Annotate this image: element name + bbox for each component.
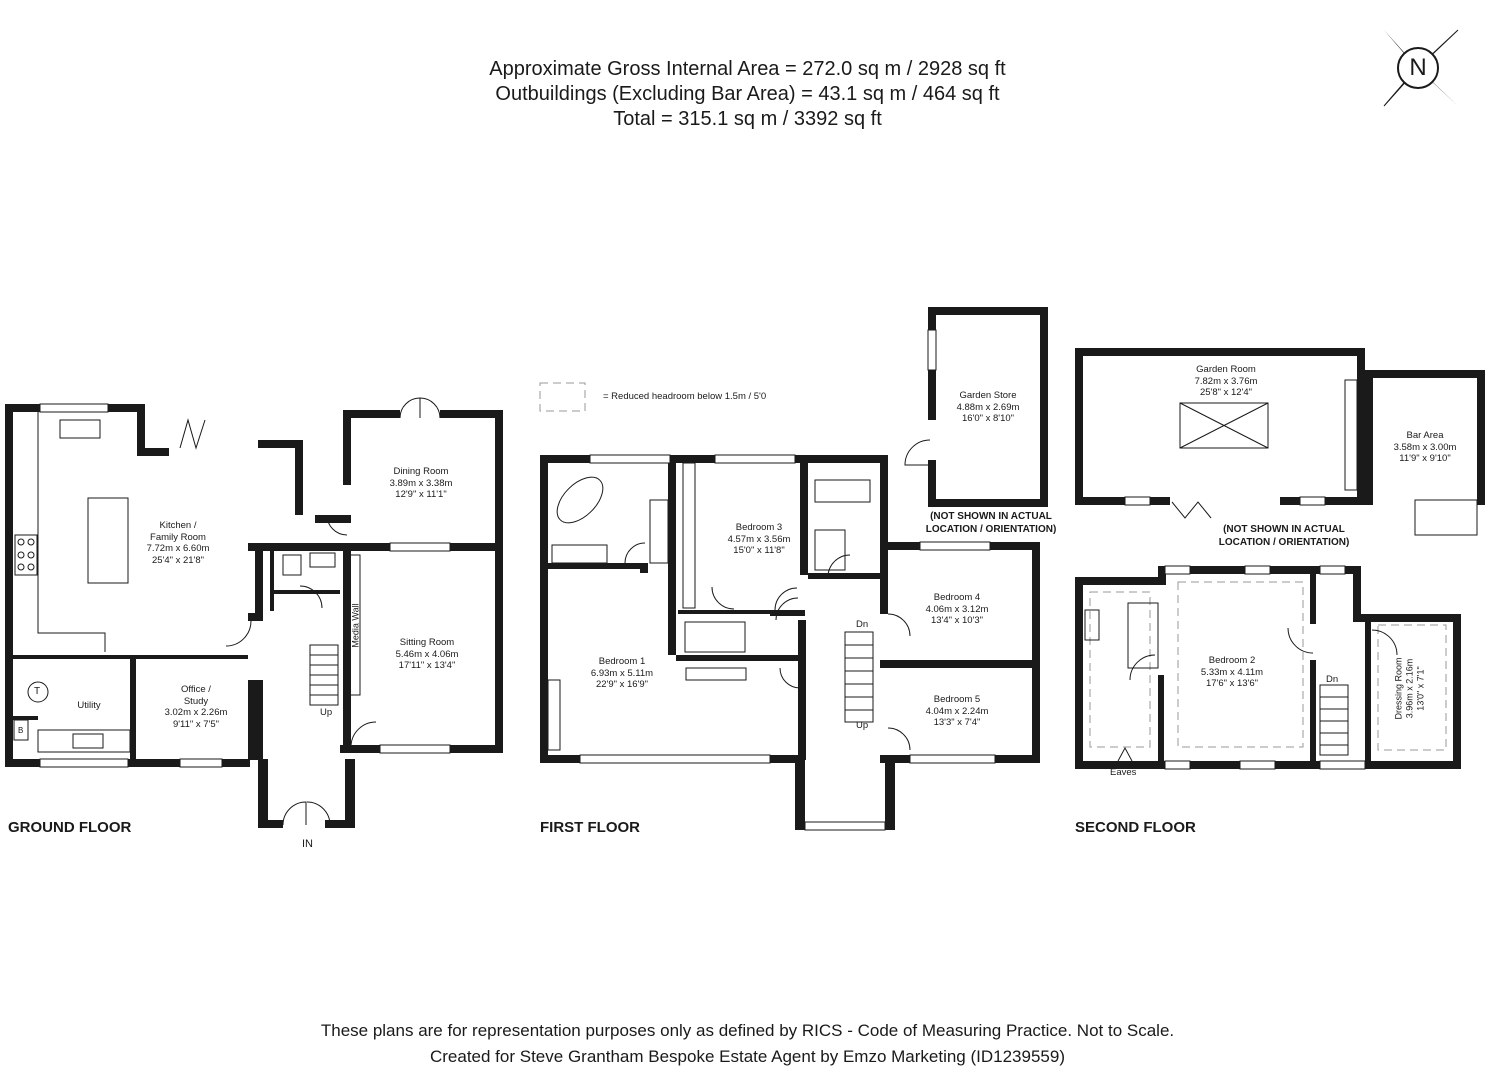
room-imperial: 9'11" x 7'5" <box>172 718 220 730</box>
room-metric: 4.57m x 3.56m <box>727 533 791 545</box>
room-dining: Dining Room 3.89m x 3.38m 12'9" x 11'1" <box>390 466 453 501</box>
room-bedroom3: Bedroom 3 4.57m x 3.56m 15'0" x 11'8" <box>728 522 791 557</box>
media-wall-label: Media Wall <box>350 603 361 648</box>
garden-room-walls <box>1075 348 1485 506</box>
room-name: Bedroom 2 <box>1208 655 1256 666</box>
room-name: Sitting Room <box>399 637 455 648</box>
kitchen-island <box>87 497 129 584</box>
room-bedroom1: Bedroom 1 6.93m x 5.11m 22'9" x 16'9" <box>591 656 653 691</box>
room-metric: 7.72m x 6.60m <box>146 543 210 554</box>
boiler-symbol <box>27 681 49 703</box>
ground-up-label: Up <box>320 707 333 718</box>
garden-room-skylight <box>1179 402 1269 449</box>
garden-store-walls <box>927 307 1048 507</box>
kitchen-counter <box>37 412 106 652</box>
outbuildings-area-line: Outbuildings (Excluding Bar Area) = 43.1… <box>495 83 1000 105</box>
room-name: Kitchen / Family Room <box>150 520 206 543</box>
garden-room-note: (NOT SHOWN IN ACTUAL LOCATION / ORIENTAT… <box>1218 524 1350 548</box>
second-dn-label: Dn <box>1326 674 1339 685</box>
room-utility: Utility <box>77 700 100 712</box>
room-name: Bedroom 5 <box>933 694 981 705</box>
room-imperial: 22'9" x 16'9" <box>595 679 649 690</box>
total-area-line: Total = 315.1 sq m / 3392 sq ft <box>613 108 882 130</box>
disclaimer-line: These plans are for representation purpo… <box>320 1021 1175 1040</box>
room-name: Bar Area <box>1406 430 1444 441</box>
bath-icon <box>556 476 604 524</box>
room-imperial: 25'4" x 21'8" <box>151 554 205 566</box>
room-imperial: 13'4" x 10'3" <box>930 615 984 626</box>
second-floor-title: SECOND FLOOR <box>1075 819 1196 836</box>
room-metric: 7.82m x 3.76m <box>1194 375 1258 387</box>
room-name: Bedroom 1 <box>598 656 646 667</box>
room-metric: 5.33m x 4.11m <box>1200 666 1264 678</box>
room-metric: 3.89m x 3.38m <box>389 477 453 489</box>
room-metric: 4.04m x 2.24m <box>925 705 989 717</box>
second-stairs <box>1319 684 1349 756</box>
first-floor-title: FIRST FLOOR <box>540 819 640 836</box>
ground-floor-title: GROUND FLOOR <box>8 819 132 836</box>
first-dn-label: Dn <box>856 619 869 630</box>
room-metric: 6.93m x 5.11m <box>590 667 654 679</box>
room-imperial: 13'3" x 7'4" <box>933 717 981 728</box>
room-name: Office / Study <box>181 684 211 707</box>
room-metric: 3.58m x 3.00m <box>1393 441 1457 453</box>
legend-dashed-box <box>539 382 586 412</box>
room-garden-store: Garden Store 4.88m x 2.69m 16'0" x 8'10" <box>957 390 1020 425</box>
second-floor-walls <box>1075 565 1461 770</box>
first-floor-walls <box>540 454 1040 831</box>
room-office: Office / Study 3.02m x 2.26m 9'11" x 7'5… <box>165 684 228 730</box>
room-name: Bedroom 3 <box>735 522 783 533</box>
room-metric: 4.06m x 3.12m <box>925 603 989 615</box>
room-imperial: 12'9" x 11'1" <box>395 489 447 500</box>
first-up-label: Up <box>856 720 869 731</box>
room-name: Garden Store <box>959 390 1017 401</box>
boiler-label: T <box>34 686 41 697</box>
room-kitchen: Kitchen / Family Room 7.72m x 6.60m 25'4… <box>147 520 210 566</box>
room-sitting: Sitting Room 5.46m x 4.06m 17'11" x 13'4… <box>396 637 459 672</box>
gross-area-line: Approximate Gross Internal Area = 272.0 … <box>489 58 1006 80</box>
credit-line: Created for Steve Grantham Bespoke Estat… <box>429 1047 1065 1066</box>
room-imperial: 17'11" x 13'4" <box>398 660 456 671</box>
room-imperial: 15'0" x 11'8" <box>733 545 785 556</box>
entrance-label: IN <box>302 838 313 850</box>
room-imperial: 25'8" x 12'4" <box>1199 387 1253 398</box>
room-imperial: 16'0" x 8'10" <box>961 413 1015 424</box>
room-bedroom4: Bedroom 4 4.06m x 3.12m 13'4" x 10'3" <box>926 592 989 627</box>
legend-text: = Reduced headroom below 1.5m / 5'0 <box>603 391 767 402</box>
eaves-label: Eaves <box>1110 767 1137 778</box>
room-metric: 5.46m x 4.06m <box>395 648 459 660</box>
room-name: Utility <box>77 700 101 711</box>
room-bedroom5: Bedroom 5 4.04m x 2.24m 13'3" x 7'4" <box>926 694 989 729</box>
room-name: Bedroom 4 <box>933 592 981 603</box>
room-name: Dressing Room <box>1393 657 1404 720</box>
room-imperial: 17'6" x 13'6" <box>1205 678 1259 689</box>
utility-counter <box>37 729 131 753</box>
first-stairs <box>844 631 874 723</box>
room-name: Garden Room <box>1196 364 1256 375</box>
room-bedroom2: Bedroom 2 5.33m x 4.11m 17'6" x 13'6" <box>1201 655 1263 690</box>
kitchen-sink <box>59 419 101 439</box>
room-metric: 3.02m x 2.26m <box>164 707 228 718</box>
room-imperial: 11'9" x 9'10" <box>1399 453 1451 464</box>
compass-letter: N <box>1409 54 1427 81</box>
garden-store-note: (NOT SHOWN IN ACTUAL LOCATION / ORIENTAT… <box>925 511 1057 535</box>
compass-icon <box>1383 29 1459 107</box>
b-label: B <box>18 726 24 735</box>
room-imperial: 13'0" x 7'1" <box>1415 666 1426 711</box>
media-wall <box>345 554 361 696</box>
room-metric: 3.96m x 2.16m <box>1404 658 1415 719</box>
hob <box>14 534 38 576</box>
room-metric: 4.88m x 2.69m <box>956 401 1020 413</box>
room-dressing: Dressing Room 3.96m x 2.16m 13'0" x 7'1" <box>1394 649 1427 729</box>
room-bar-area: Bar Area 3.58m x 3.00m 11'9" x 9'10" <box>1394 430 1457 465</box>
room-garden-room: Garden Room 7.82m x 3.76m 25'8" x 12'4" <box>1195 364 1258 399</box>
ground-floor-walls <box>5 403 503 828</box>
room-name: Dining Room <box>393 466 449 477</box>
ground-stairs <box>309 644 339 706</box>
